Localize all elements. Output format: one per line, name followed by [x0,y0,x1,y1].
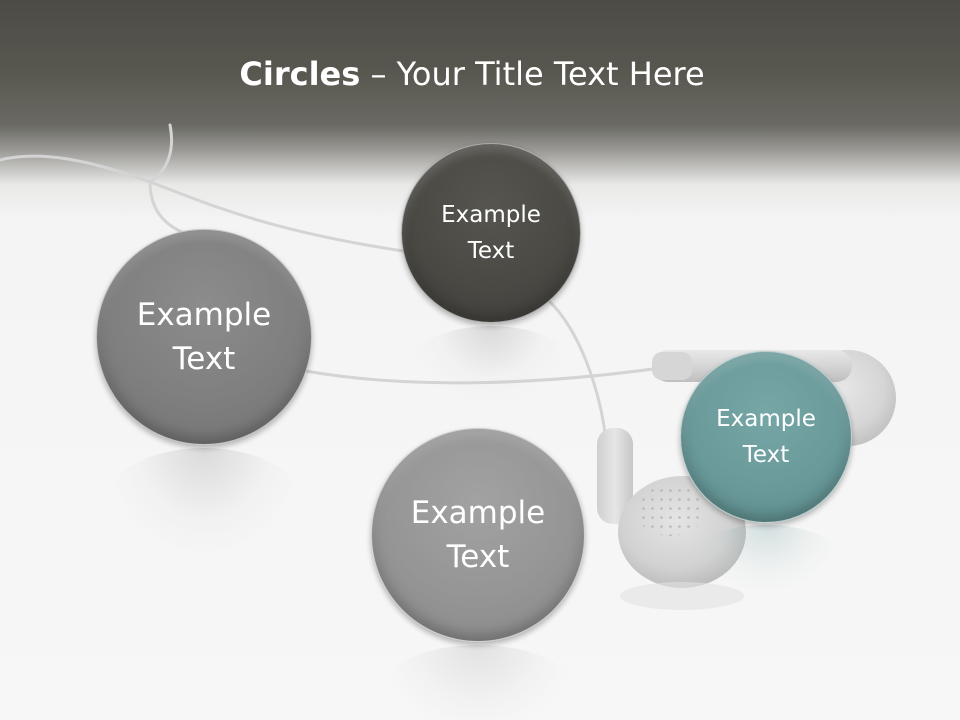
circle-top[interactable]: Example Text [401,143,581,323]
circle-teal[interactable]: Example Text [680,351,852,523]
title-bold-part: Circles [239,55,361,93]
circle-top-label: Example Text [441,202,541,264]
circle-left[interactable]: Example Text [96,229,312,445]
circle-teal-label: Example Text [716,406,816,468]
circle-bottom-label: Example Text [410,495,546,575]
slide-title: Circles – Your Title Text Here [0,52,944,96]
circle-bottom[interactable]: Example Text [371,428,585,642]
title-rest-part: – Your Title Text Here [360,55,705,93]
circle-left-label: Example Text [136,297,272,377]
